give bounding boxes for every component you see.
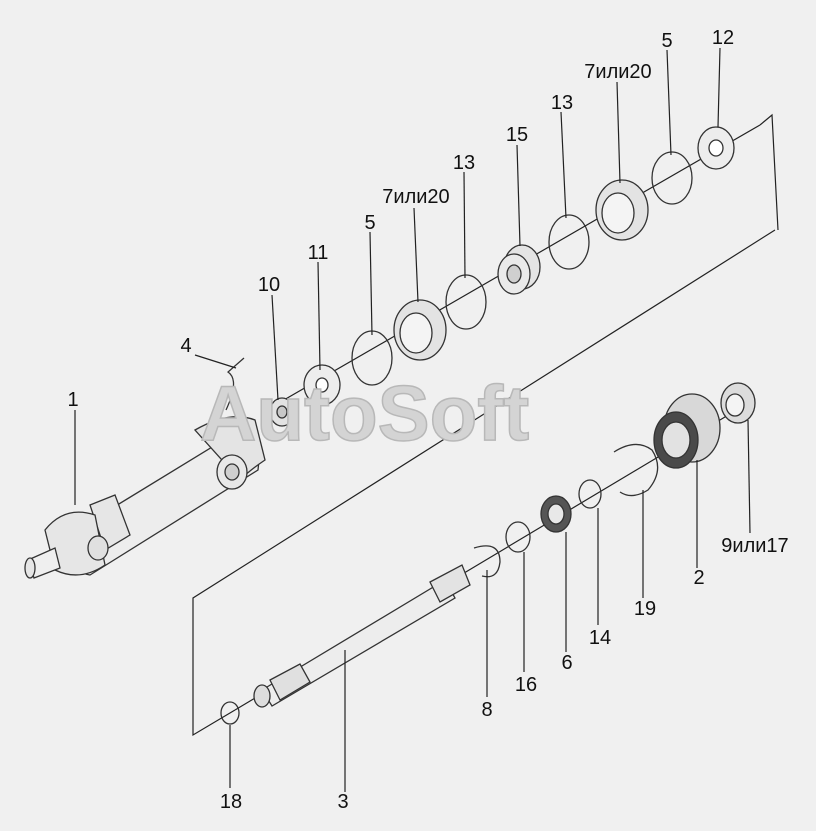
- bushing-part-7-left: [393, 299, 447, 361]
- callout-12: 12: [712, 27, 734, 49]
- ring-part-13-right: [548, 214, 590, 270]
- washer-part-12: [697, 126, 735, 170]
- callout-1: 1: [67, 389, 78, 411]
- callout-18: 18: [220, 791, 242, 813]
- callout-11: 11: [308, 242, 329, 264]
- callout-5-left: 5: [364, 212, 375, 234]
- callout-8: 8: [481, 699, 492, 721]
- retaining-ring-part-19: [613, 443, 659, 497]
- nipple-part-15: [497, 244, 541, 295]
- callout-5-right: 5: [661, 30, 672, 52]
- callout-6: 6: [561, 652, 572, 674]
- callout-9: 9или17: [721, 535, 788, 557]
- snap-ring-part-8: [473, 545, 501, 578]
- wire-part-4: [225, 357, 245, 411]
- callout-14: 14: [589, 627, 611, 649]
- rod-part-3: [253, 564, 471, 708]
- ring-part-14: [578, 479, 602, 509]
- callout-15: 15: [506, 124, 528, 146]
- ring-part-13-left: [445, 274, 487, 330]
- callout-4: 4: [180, 335, 191, 357]
- callout-19: 19: [634, 598, 656, 620]
- cup-part-9: [720, 382, 756, 424]
- leader-lines: [74, 47, 751, 792]
- piston-part-2: [653, 393, 721, 469]
- cylinder-body: [24, 416, 266, 579]
- ring-part-16: [505, 521, 531, 553]
- callout-10: 10: [258, 274, 280, 296]
- callout-13-right: 13: [551, 92, 573, 114]
- washer-part-11: [303, 364, 341, 406]
- callout-7-right: 7или20: [584, 61, 651, 83]
- callout-13-left: 13: [453, 152, 475, 174]
- callout-labels: 1 4 10 11 5 7или20 13 15 13 7или20 5 12 …: [67, 27, 788, 813]
- callout-3: 3: [337, 791, 348, 813]
- bushing-part-7-right: [595, 179, 649, 241]
- callout-2: 2: [693, 567, 704, 589]
- watermark-text: AutoSoft: [200, 369, 529, 457]
- callout-16: 16: [515, 674, 537, 696]
- ring-part-5-right: [651, 151, 693, 205]
- nut-part-10: [269, 397, 295, 427]
- callout-7-left: 7или20: [382, 186, 449, 208]
- snap-ring-part-18: [220, 701, 240, 725]
- seal-part-6: [540, 495, 572, 533]
